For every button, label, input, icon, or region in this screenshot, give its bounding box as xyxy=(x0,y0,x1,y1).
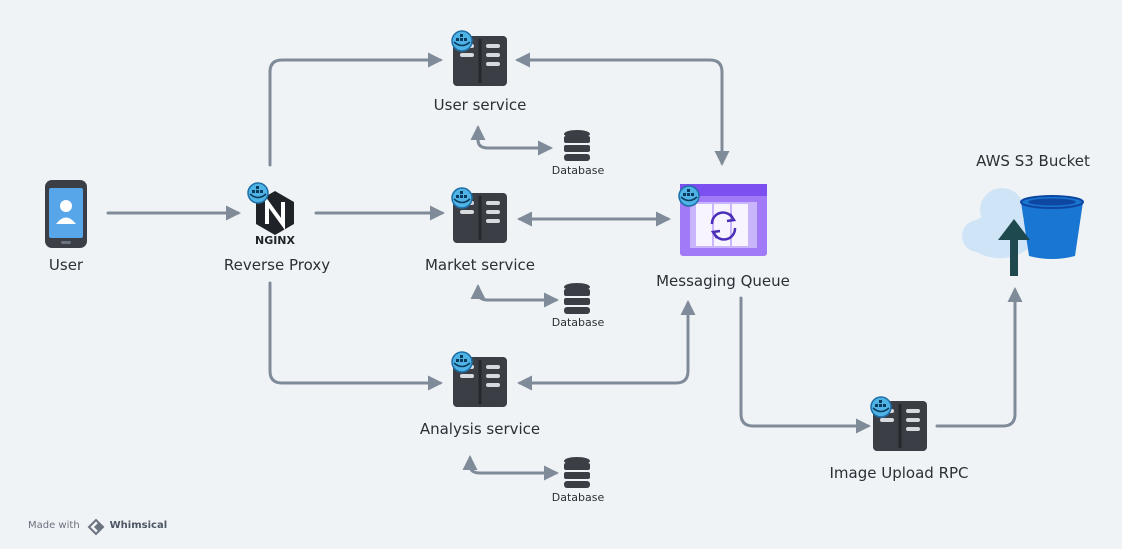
whimsical-logo-icon xyxy=(87,518,105,536)
image-upload-server-icon xyxy=(870,396,929,453)
connector-market-service-db xyxy=(470,284,559,308)
analysis-service-server-icon xyxy=(451,351,509,409)
user-service-database-icon xyxy=(564,130,590,161)
analysis-service-label: Analysis service xyxy=(419,420,541,438)
messaging-queue-label: Messaging Queue xyxy=(656,272,790,290)
image-upload-label: Image Upload RPC xyxy=(829,464,969,482)
connector-user-service-to-queue xyxy=(515,52,730,166)
nginx-icon: NGINX xyxy=(247,182,296,247)
docker-badge-icon xyxy=(451,30,473,52)
docker-badge-icon xyxy=(870,396,892,418)
analysis-service-database-label: Database xyxy=(551,491,605,504)
user-service-database-label: Database xyxy=(551,164,605,177)
connector-proxy-to-user-service xyxy=(268,52,443,167)
docker-badge-icon xyxy=(451,351,473,373)
user-service-label: User service xyxy=(433,96,527,114)
queue-icon xyxy=(678,184,767,256)
user-service-server-icon xyxy=(451,30,509,88)
made-with-whimsical[interactable]: Made with Whimsical xyxy=(28,520,167,531)
market-service-label: Market service xyxy=(424,256,536,274)
market-service-server-icon xyxy=(451,187,509,245)
phone-user-icon xyxy=(45,180,87,248)
market-service-database-icon xyxy=(564,283,590,314)
connector-image-upload-to-s3 xyxy=(935,287,1023,428)
made-with-text: Made with xyxy=(28,520,80,531)
connector-analysis-to-queue xyxy=(517,300,696,391)
docker-badge-icon xyxy=(247,182,269,204)
user-label: User xyxy=(48,256,84,274)
cloud-bucket-icon xyxy=(962,188,1084,276)
analysis-service-database-icon xyxy=(564,457,590,488)
connector-user-service-db xyxy=(470,125,553,156)
connector-proxy-to-analysis xyxy=(268,281,443,391)
s3-bucket-label: AWS S3 Bucket xyxy=(976,152,1090,170)
nginx-wordmark: NGINX xyxy=(255,234,296,247)
whimsical-text: Whimsical xyxy=(109,520,168,531)
market-service-database-label: Database xyxy=(551,316,605,329)
connector-analysis-service-db xyxy=(462,455,559,481)
docker-badge-icon xyxy=(678,185,700,207)
reverse-proxy-label: Reverse Proxy xyxy=(223,256,331,274)
docker-badge-icon xyxy=(451,187,473,209)
connector-queue-to-image-upload xyxy=(739,296,871,434)
